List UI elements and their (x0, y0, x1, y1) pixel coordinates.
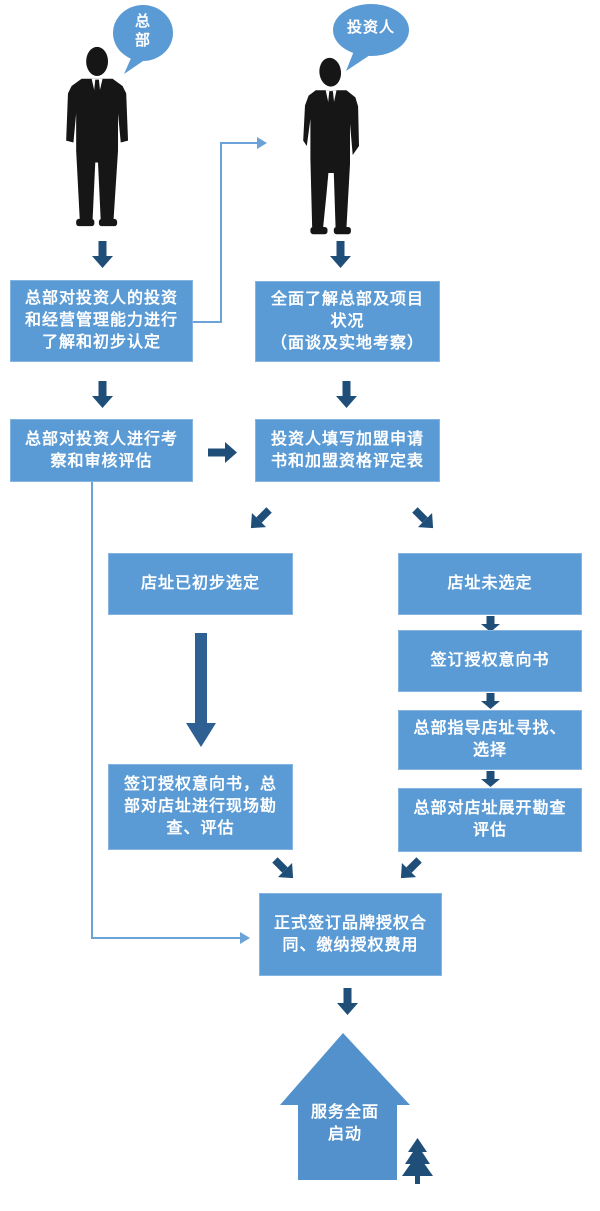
down-arrow-icon (481, 771, 500, 787)
down-arrow-icon (481, 616, 500, 632)
pine-tree-icon (402, 1138, 433, 1184)
down-arrow-icon (92, 241, 113, 268)
speech-bubble-investor (333, 4, 409, 71)
box-sign-loi-field-survey: 签订授权意向书，总 部对店址进行现场勘 查、评估 (108, 764, 293, 850)
connector-arrowhead-icon (257, 137, 267, 149)
down-arrow-icon (336, 381, 357, 408)
box-hq-initial-assessment: 总部对投资人的投资 和经营管理能力进行 了解和初步认定 (10, 280, 193, 362)
investor-person-icon (303, 57, 359, 235)
headquarters-person-icon (66, 46, 129, 227)
connector-line (220, 142, 258, 144)
long-down-arrow-icon (186, 633, 216, 747)
box-hq-site-survey: 总部对店址展开勘查 评估 (398, 788, 582, 852)
box-investor-research: 全面了解总部及项目 状况 （面谈及实地考察） (255, 281, 440, 362)
box-site-selected: 店址已初步选定 (108, 553, 293, 615)
diagonal-arrow-down-right-icon (412, 507, 434, 529)
down-arrow-icon (92, 381, 113, 408)
diagonal-arrow-down-left-icon (400, 857, 422, 879)
speech-bubble-headquarters (113, 5, 173, 74)
down-arrow-icon (337, 988, 358, 1015)
box-application-form: 投资人填写加盟申请 书和加盟资格评定表 (255, 419, 440, 482)
connector-line (193, 321, 222, 323)
speech-bubble-investor-label: 投资人 (346, 18, 395, 36)
box-hq-review: 总部对投资人进行考 察和审核评估 (10, 419, 193, 482)
box-hq-guide-site-search: 总部指导店址寻找、 选择 (398, 710, 582, 770)
diagonal-arrow-down-left-icon (250, 507, 272, 529)
diagonal-arrow-down-right-icon (272, 857, 294, 879)
connector-line (91, 937, 241, 939)
box-site-not-selected: 店址未选定 (398, 553, 582, 615)
house-icon (280, 1033, 410, 1180)
house-service-start-label: 服务全面 启动 (310, 1104, 379, 1143)
speech-bubble-headquarters-label: 总 部 (134, 13, 151, 49)
down-arrow-icon (330, 241, 351, 268)
right-arrow-icon (208, 442, 237, 463)
connector-line (220, 143, 222, 323)
connector-line (91, 482, 93, 938)
down-arrow-icon (481, 693, 500, 709)
connector-arrowhead-icon (240, 932, 250, 944)
box-sign-contract: 正式签订品牌授权合 同、缴纳授权费用 (259, 893, 442, 976)
box-sign-loi: 签订授权意向书 (398, 630, 582, 692)
